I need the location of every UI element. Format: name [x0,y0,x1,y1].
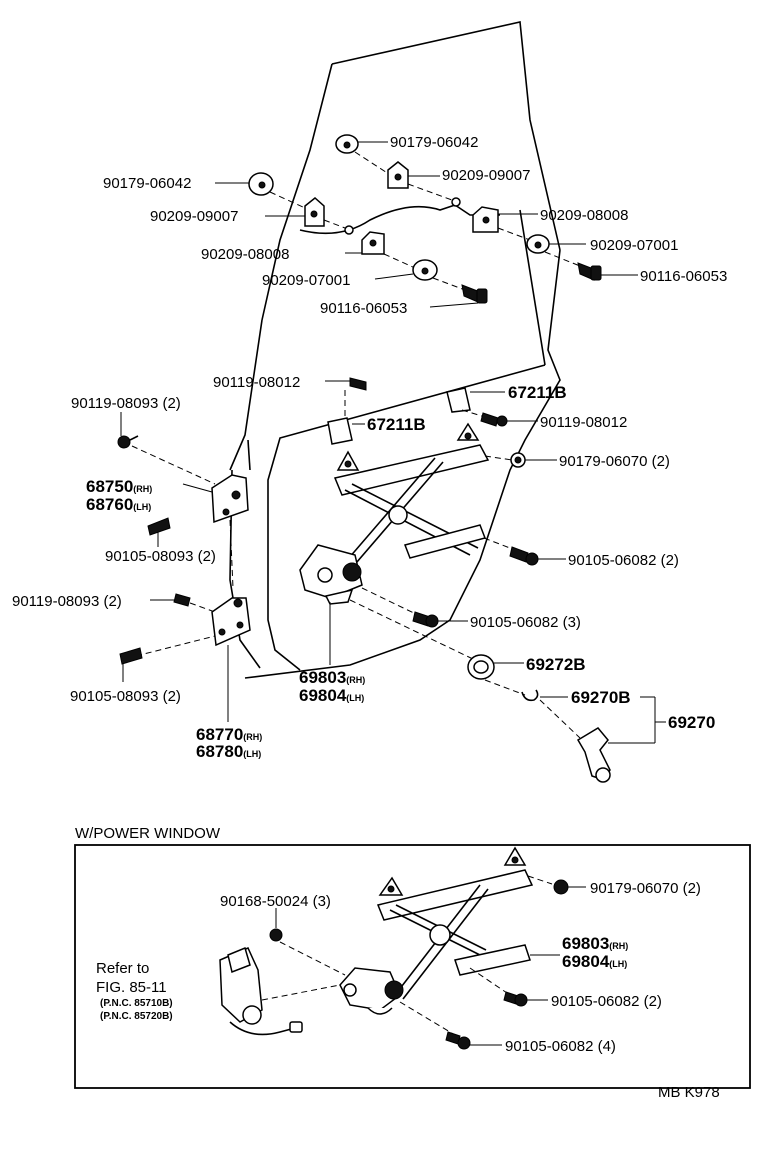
label-67211B-a: 67211B [508,383,567,402]
inset-refer-line1: Refer to [96,960,149,977]
hinge-upper [211,474,249,524]
window-regulator-assembly [299,422,490,605]
inset-label-69803-side: (RH) [609,941,628,951]
bracket-67211B-upper [446,387,505,413]
inset-label-90105-06082-a: 90105-06082 (2) [551,993,662,1010]
inset-label-69803-num: 69803 [562,934,609,953]
window-crank-handle [576,727,611,783]
bolt-90119-08093-b [150,593,191,607]
label-69804-side: (LH) [346,693,364,703]
bolt-90119-08012-b [480,412,538,427]
label-69803-num: 69803 [299,668,346,687]
glass-channel-left [265,197,325,227]
bolt-90105-08093-b [119,647,143,682]
inset-bolt-90105-06082-a [503,991,548,1007]
label-90209-07001-b: 90209-07001 [262,272,350,289]
label-69804-num: 69804 [299,686,347,705]
power-regulator-assembly [339,846,534,1015]
inset-label-90179-06070: 90179-06070 (2) [590,880,701,897]
label-69804: 69804(LH) [299,686,364,705]
label-90116-06053-b: 90116-06053 [320,300,407,317]
inset-bolt-90105-06082-b [445,1031,502,1050]
bracket-left [345,231,385,255]
bolt-upper-left [117,412,139,449]
figure-code: MB K978 [658,1084,720,1101]
label-68780-num: 68780 [196,742,243,761]
inset-title: W/POWER WINDOW [75,825,221,842]
clip-69270B [521,689,568,702]
power-window-inset: W/POWER WINDOW [74,825,751,1089]
inset-label-90168-50024: 90168-50024 (3) [220,893,331,910]
bolt-90105-08093-a [147,517,171,547]
nut-90179-06070 [510,452,557,468]
label-68760-num: 68760 [86,495,133,514]
label-68760: 68760(LH) [86,495,151,514]
label-68750: 68750(RH) [86,477,152,496]
bracket-69270-lead [608,696,666,744]
label-68770-num: 68770 [196,725,243,744]
label-90105-08093-a: 90105-08093 (2) [105,548,216,565]
inset-label-69803: 69803(RH) [562,934,628,953]
inset-frame [74,844,751,1089]
label-90179-06070: 90179-06070 (2) [559,453,670,470]
glass-cushion-left [215,172,274,196]
power-window-motor [219,946,303,1036]
label-90209-09007-b: 90209-09007 [150,208,238,225]
label-68770: 68770(RH) [196,725,262,744]
label-90105-06082-b: 90105-06082 (3) [470,614,581,631]
label-68780: 68780(LH) [196,742,261,761]
bolt-right [577,262,638,281]
label-90179-06042-b: 90179-06042 [103,175,191,192]
label-69803-side: (RH) [346,675,365,685]
part-labels: 90179-06042 90209-09007 90179-06042 9020… [12,134,727,761]
label-90116-06053-a: 90116-06053 [640,268,727,285]
label-90209-08008-a: 90209-08008 [540,207,628,224]
inset-label-69804-num: 69804 [562,952,610,971]
label-90105-06082-a: 90105-06082 (2) [568,552,679,569]
label-68760-side: (LH) [133,502,151,512]
bolt-left [429,284,488,308]
bracket-right [472,206,538,233]
label-90119-08012-b: 90119-08012 [540,414,627,431]
inset-nut-90179-06070 [553,879,586,895]
label-68750-side: (RH) [133,484,152,494]
label-90119-08093-a: 90119-08093 (2) [71,395,181,412]
label-68750-num: 68750 [86,477,133,496]
door-panel-outline [229,249,561,679]
label-68780-side: (LH) [243,749,261,759]
washer-right [526,234,586,254]
label-69270: 69270 [668,713,715,732]
bolt-top-mid [325,377,367,391]
inset-label-90105-06082-b: 90105-06082 (4) [505,1038,616,1055]
label-90119-08093-b: 90119-08093 (2) [12,593,122,610]
washer-left [374,259,438,281]
label-90209-09007-a: 90209-09007 [442,167,530,184]
inset-label-69804-side: (LH) [609,959,627,969]
glass-channel-upper [387,161,440,189]
bolt-90105-06082-b [412,611,468,628]
inset-bolt-90168-50024 [269,908,283,942]
inset-label-69804: 69804(LH) [562,952,627,971]
hinge-lower [211,597,251,647]
label-90119-08012-a: 90119-08012 [213,374,300,391]
label-69803: 69803(RH) [299,668,365,687]
label-69270B: 69270B [571,688,631,707]
bolt-90105-06082-a [509,546,566,566]
label-68770-side: (RH) [243,732,262,742]
label-67211B-b: 67211B [367,415,426,434]
label-90105-08093-b: 90105-08093 (2) [70,688,181,705]
label-90209-07001-a: 90209-07001 [590,237,678,254]
bracket-67211B-lower [327,417,365,445]
inset-pnc-1: (P.N.C. 85710B) [100,998,173,1009]
glass-cushion-upper [335,134,388,154]
inset-refer-line2: FIG. 85-11 [96,979,167,996]
label-90209-08008-b: 90209-08008 [201,246,289,263]
inset-pnc-2: (P.N.C. 85720B) [100,1011,173,1022]
washer-69272B [467,654,524,680]
label-69272B: 69272B [526,655,586,674]
label-90179-06042-a: 90179-06042 [390,134,478,151]
door-glass-outline [261,21,561,366]
